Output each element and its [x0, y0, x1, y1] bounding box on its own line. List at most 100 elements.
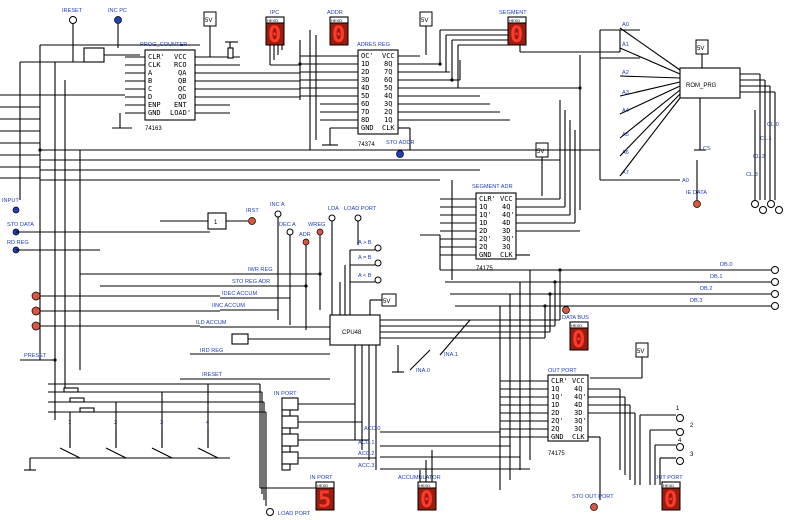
comparator-outputs: A > B A = B A < B	[339, 240, 382, 320]
svg-text:6Q: 6Q	[384, 76, 392, 84]
svg-text:0: 0	[510, 23, 523, 48]
svg-text:PRESET: PRESET	[24, 353, 47, 359]
svg-text:3D: 3D	[574, 409, 582, 417]
switch-wires	[48, 383, 267, 506]
svg-text:LOAD': LOAD'	[170, 109, 191, 117]
svg-text:DB.3: DB.3	[690, 298, 702, 304]
svg-text:1Q': 1Q'	[479, 211, 492, 219]
svg-text:A3: A3	[622, 90, 629, 96]
svg-text:HEXD: HEXD	[571, 323, 582, 328]
load-port-output[interactable]: LOAD PORT	[266, 508, 311, 518]
ie-data-input[interactable]: IE DATA A0	[600, 160, 707, 208]
cl-output-0[interactable]	[751, 200, 759, 208]
svg-text:OUT PORT: OUT PORT	[548, 368, 577, 374]
svg-text:GND: GND	[148, 109, 161, 117]
svg-text:A0: A0	[622, 22, 629, 28]
svg-text:3Q: 3Q	[384, 100, 392, 108]
in-port-buffers	[281, 397, 376, 471]
svg-text:HEXD: HEXD	[419, 483, 430, 488]
svg-text:CL.2: CL.2	[753, 154, 765, 160]
pc-display: IPC HEXD 0	[265, 10, 285, 65]
svg-text:DATA BUS: DATA BUS	[562, 315, 589, 321]
svg-text:ACC.0: ACC.0	[364, 426, 380, 432]
svg-text:2D: 2D	[479, 227, 487, 235]
svg-text:4D: 4D	[502, 219, 510, 227]
svg-text:1Q: 1Q	[479, 203, 487, 211]
svg-text:SEGMENT: SEGMENT	[499, 10, 527, 16]
db-output-2[interactable]	[771, 290, 779, 298]
cl-outputs: CL.0 CL.1 CL.2 CL.3	[746, 74, 779, 200]
svg-text:1Q': 1Q'	[551, 393, 564, 401]
addr-display: ADDR HEXD 0	[327, 10, 349, 48]
db-output-1[interactable]	[771, 278, 779, 286]
svg-text:74175: 74175	[476, 266, 493, 272]
svg-text:CLK: CLK	[500, 251, 513, 259]
svg-text:IINC ACCUM: IINC ACCUM	[212, 303, 245, 309]
out-bit-1[interactable]	[676, 414, 684, 422]
junctions	[38, 62, 582, 362]
segment-adr-74175: SEGMENT ADR CLR' 1Q 1Q' 1D 2D 2Q' 2Q GND…	[472, 184, 517, 272]
svg-text:5V: 5V	[697, 46, 704, 52]
svg-text:D: D	[148, 93, 152, 101]
svg-text:INA.0: INA.0	[416, 368, 430, 374]
svg-text:CLK: CLK	[148, 61, 161, 69]
svg-text:VCC: VCC	[500, 195, 513, 203]
svg-text:C: C	[148, 85, 152, 93]
svg-text:HEXD: HEXD	[509, 18, 520, 23]
cpu-block: CPU48	[329, 314, 560, 470]
svg-text:4: 4	[678, 438, 682, 444]
rom-address-lines: A0 A1 A2 A3 A4 A5 A6 A7	[619, 22, 681, 177]
svg-text:A5: A5	[622, 132, 629, 138]
out-bit-4[interactable]	[676, 443, 684, 451]
input-switches[interactable]: 1 2 3 4	[24, 420, 230, 471]
svg-text:DB.1: DB.1	[710, 274, 722, 280]
cl-output-1[interactable]	[759, 206, 767, 214]
svg-text:5: 5	[318, 488, 331, 513]
svg-text:8Q: 8Q	[384, 60, 392, 68]
svg-text:HEXD: HEXD	[317, 483, 328, 488]
svg-text:3: 3	[690, 452, 694, 458]
svg-text:IRST: IRST	[246, 208, 259, 214]
out-bit-3[interactable]	[676, 457, 684, 465]
irst-input[interactable]: IRST	[246, 208, 259, 225]
load-port-input[interactable]: LOAD PORT	[344, 206, 377, 245]
inc-pc-input[interactable]: INC PC	[108, 8, 127, 48]
svg-text:VCC: VCC	[174, 53, 187, 61]
svg-text:A: A	[148, 69, 153, 77]
svg-text:5V: 5V	[637, 349, 644, 355]
dec-a-input[interactable]: DEC A	[279, 222, 296, 325]
prog-counter-74163: PROG_COUNTER CLR' CLK A B C D ENP GND VC…	[140, 42, 196, 132]
svg-text:STO DATA: STO DATA	[7, 222, 34, 228]
svg-text:5V: 5V	[383, 299, 390, 305]
db-output-0[interactable]	[771, 266, 779, 274]
data-bus-display: DATA BUS HEXD 0	[562, 315, 589, 353]
supply-5v-3: 5V	[695, 39, 709, 68]
svg-text:ENP: ENP	[148, 101, 161, 109]
inc-a-input[interactable]: INC A	[270, 202, 285, 320]
svg-text:ACC.2: ACC.2	[358, 451, 374, 457]
lda-input[interactable]: LDA	[328, 206, 339, 320]
svg-text:5V: 5V	[537, 149, 544, 155]
db-output-3[interactable]	[771, 302, 779, 310]
accumulator-display: ACCUMULATOR HEXD 0	[398, 450, 441, 513]
svg-text:A6: A6	[622, 150, 629, 156]
svg-text:WREG: WREG	[308, 222, 325, 228]
svg-text:B: B	[148, 77, 152, 85]
svg-text:CL.3: CL.3	[746, 172, 758, 178]
out-bit-2[interactable]	[676, 428, 684, 436]
cl-output-2[interactable]	[767, 200, 775, 208]
svg-text:IWR REG: IWR REG	[248, 267, 273, 273]
svg-text:INA.1: INA.1	[444, 352, 458, 358]
prog-counter-pins	[112, 56, 300, 129]
svg-text:3Q: 3Q	[574, 425, 582, 433]
svg-text:STO OUT PORT: STO OUT PORT	[572, 494, 614, 500]
svg-text:2Q': 2Q'	[551, 417, 564, 425]
svg-text:A = B: A = B	[358, 255, 372, 261]
adr-input[interactable]: ADR	[299, 232, 311, 330]
ireset-input[interactable]: IRESET	[62, 8, 83, 62]
svg-text:CLK: CLK	[572, 433, 585, 441]
cl-output-3[interactable]	[775, 206, 783, 214]
sto-out-port-input[interactable]: STO OUT PORT	[572, 494, 614, 511]
segment-display: SEGMENT HEXD 0	[499, 10, 527, 48]
